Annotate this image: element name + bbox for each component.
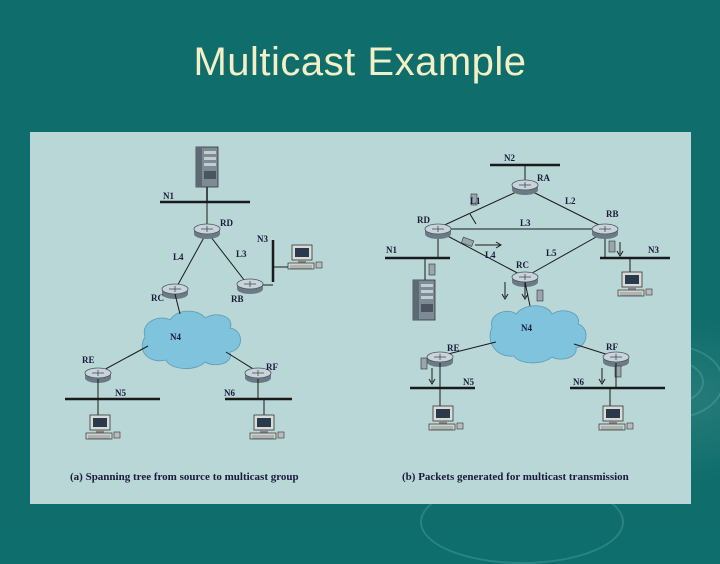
right-source-server-icon [412, 279, 436, 321]
packet-icon [461, 236, 475, 247]
packet-icon [428, 263, 436, 276]
label-n3: N3 [648, 245, 659, 255]
label-l4: L4 [173, 252, 184, 262]
slide-title: Multicast Example [193, 40, 527, 84]
diagram-panel: N1 RD N3 L4 L3 RC RB N4 RE RF N5 N6 [30, 132, 691, 504]
right-router-ra-icon [511, 179, 539, 196]
label-rc: RC [151, 293, 164, 303]
label-rd: RD [220, 218, 233, 228]
label-l2: L2 [565, 196, 576, 206]
label-n5: N5 [463, 377, 474, 387]
left-router-rc-icon [161, 283, 189, 300]
caption-b: (b) Packets generated for multicast tran… [402, 471, 629, 483]
n3-pc-icon [287, 244, 323, 270]
label-rf: RF [606, 342, 618, 352]
label-n5: N5 [115, 388, 126, 398]
left-cloud-n4 [141, 310, 241, 369]
right-router-rd-icon [424, 223, 452, 240]
label-n3: N3 [257, 234, 268, 244]
label-re: RE [447, 343, 460, 353]
right-router-rb-icon [591, 223, 619, 240]
right-n3-pc-icon [617, 271, 653, 297]
source-server-icon [195, 146, 219, 188]
label-rf: RF [266, 362, 278, 372]
left-diagram: N1 RD N3 L4 L3 RC RB N4 RE RF N5 N6 [65, 146, 323, 440]
right-cloud-n4 [489, 305, 587, 364]
label-l3: L3 [236, 249, 247, 259]
label-rb: RB [231, 294, 244, 304]
label-l5: L5 [546, 248, 557, 258]
label-n6: N6 [573, 377, 584, 387]
left-router-rb-icon [236, 278, 264, 295]
n5-pc-icon [85, 414, 121, 440]
packet-icon [536, 289, 544, 302]
right-n5-pc-icon [428, 405, 464, 431]
label-rc: RC [516, 260, 529, 270]
label-n1: N1 [386, 245, 397, 255]
right-diagram: N2 RA L1 L2 RD RB L3 N1 L4 RC L5 N3 N4 R… [385, 153, 670, 431]
n6-pc-icon [249, 414, 285, 440]
packet-icon [420, 357, 428, 370]
left-router-rd-icon [193, 223, 221, 240]
label-l4: L4 [485, 250, 496, 260]
label-l3: L3 [520, 218, 531, 228]
label-n4: N4 [170, 332, 181, 342]
caption-a: (a) Spanning tree from source to multica… [70, 471, 299, 483]
label-n2: N2 [504, 153, 515, 163]
right-n6-pc-icon [598, 405, 634, 431]
label-re: RE [82, 355, 95, 365]
label-rb: RB [606, 209, 619, 219]
packet-icon [608, 240, 616, 253]
network-diagram: N1 RD N3 L4 L3 RC RB N4 RE RF N5 N6 [65, 146, 670, 483]
label-rd: RD [417, 215, 430, 225]
label-n6: N6 [224, 388, 235, 398]
label-n4: N4 [521, 323, 532, 333]
label-ra: RA [537, 173, 550, 183]
label-l1: L1 [470, 196, 481, 206]
label-n1: N1 [163, 191, 174, 201]
